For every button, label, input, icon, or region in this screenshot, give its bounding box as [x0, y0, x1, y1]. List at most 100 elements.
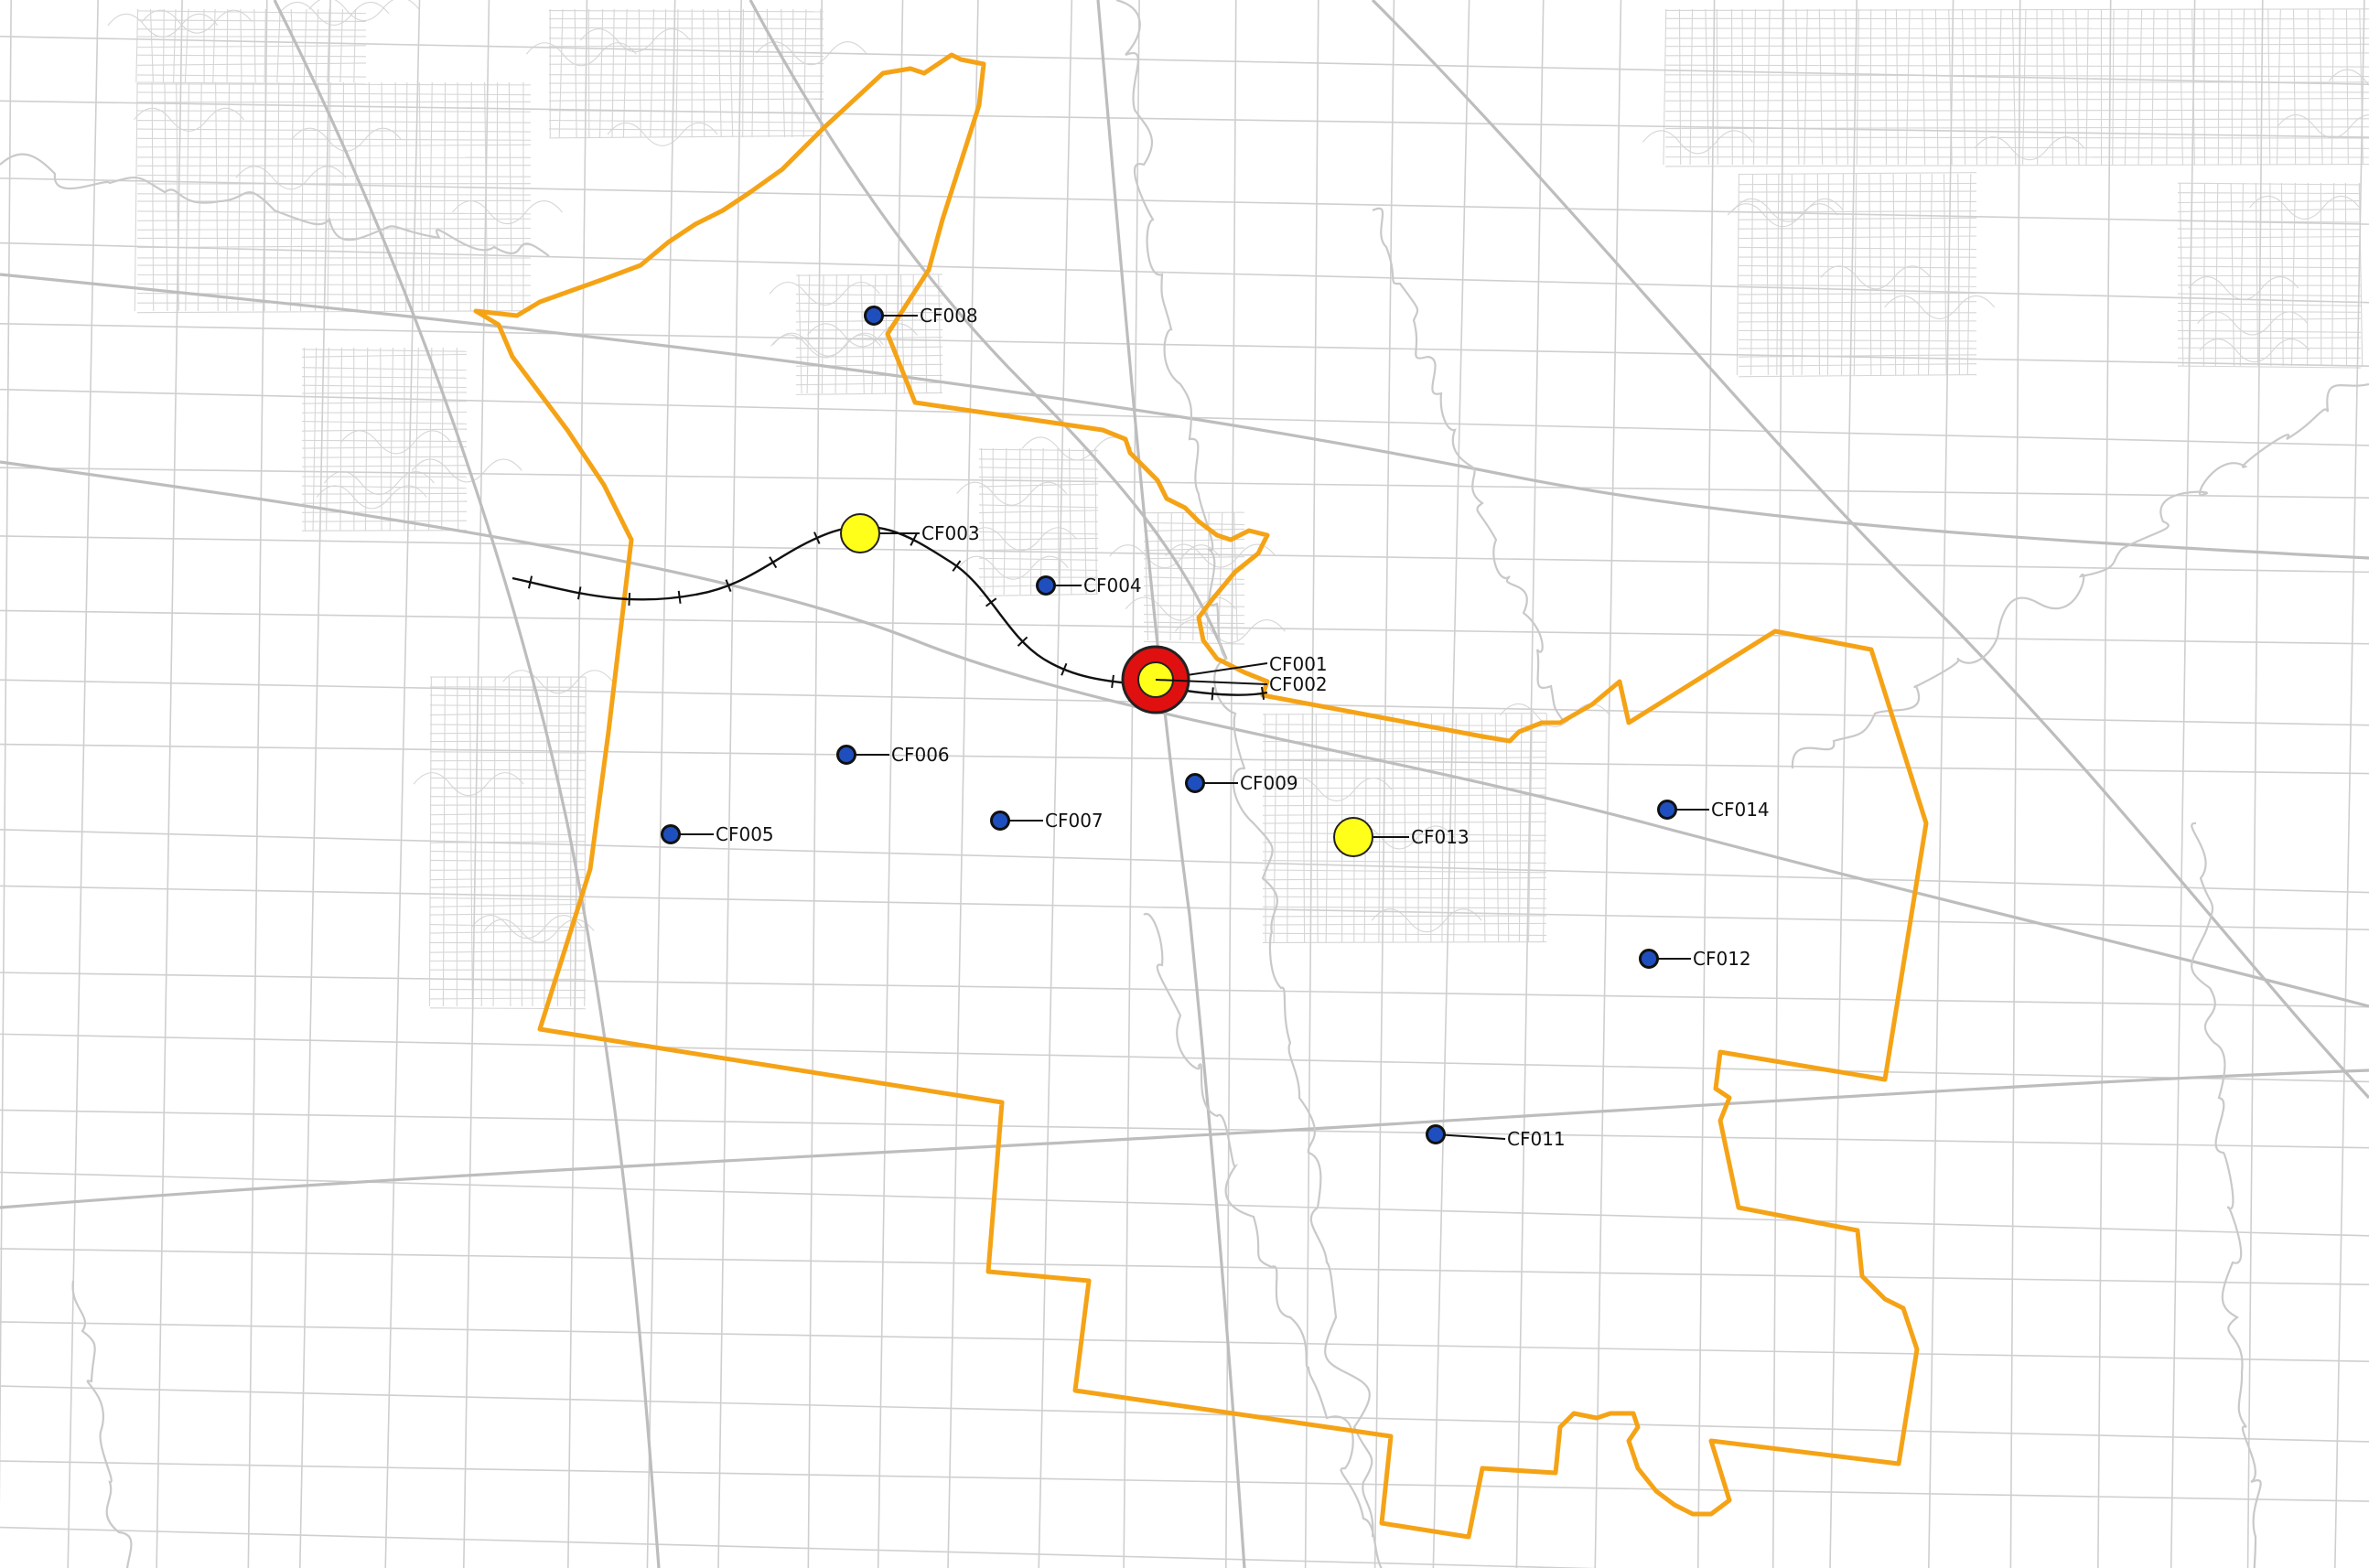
major-road [273, 0, 661, 1568]
creek [0, 153, 550, 257]
route-tick [576, 586, 582, 600]
rural-road [0, 743, 2369, 775]
site-cf013[interactable]: CF013 [1333, 817, 1470, 857]
rural-road [1515, 0, 1545, 1568]
rural-road [462, 0, 490, 1568]
rural-road [807, 0, 823, 1568]
major-road [0, 273, 2369, 560]
site-label: CF003 [921, 522, 980, 544]
site-cf009[interactable]: CF009 [1185, 772, 1298, 794]
blue-dot-marker-icon[interactable] [990, 811, 1010, 831]
site-cf014[interactable]: CF014 [1657, 799, 1770, 821]
rural-road [567, 0, 588, 1568]
site-label: CF005 [716, 823, 774, 845]
site-cf008[interactable]: CF008 [864, 305, 978, 327]
route-tick [1211, 687, 1214, 701]
rural-road [2009, 0, 2021, 1568]
rural-road [0, 972, 2369, 1008]
site-cf012[interactable]: CF012 [1639, 948, 1751, 970]
rural-road [0, 1460, 2369, 1502]
site-cf003[interactable]: CF003 [840, 513, 980, 553]
route-tick [1260, 686, 1265, 700]
rural-road [0, 0, 12, 1509]
yellow-circle-marker-icon[interactable] [1333, 817, 1373, 857]
rural-road [0, 177, 2369, 225]
blue-dot-marker-icon[interactable] [864, 306, 884, 326]
blue-dot-marker-icon[interactable] [1657, 800, 1677, 820]
urban-block [301, 347, 522, 532]
site-cf011[interactable]: CF011 [1426, 1124, 1566, 1151]
rural-road [0, 1171, 2369, 1237]
site-label: CF004 [1083, 575, 1142, 596]
blue-dot-marker-icon[interactable] [836, 745, 856, 765]
rural-road [1696, 0, 1716, 1568]
site-label: CF011 [1507, 1128, 1566, 1150]
rural-road [2170, 0, 2196, 1568]
urban-block [956, 436, 1133, 597]
site-label: CF001 [1269, 653, 1328, 675]
rural-road [1038, 0, 1073, 1568]
creek [1791, 382, 2369, 769]
site-cf005[interactable]: CF005 [661, 823, 774, 845]
rural-road [2097, 0, 2112, 1568]
rural-road [877, 0, 904, 1568]
rural-road [0, 36, 2369, 86]
route-tick [1061, 662, 1068, 676]
rural-road [717, 0, 742, 1568]
blue-dot-marker-icon[interactable] [1639, 949, 1659, 969]
rural-road [67, 0, 99, 1568]
rural-road [0, 1526, 1598, 1568]
rural-road [646, 0, 676, 1568]
site-label: CF006 [891, 744, 950, 766]
blue-dot-marker-icon[interactable] [1036, 575, 1056, 596]
rural-road [0, 828, 2369, 894]
blue-dot-marker-icon[interactable] [1426, 1124, 1446, 1144]
site-leader-line [1155, 679, 1268, 685]
creek [1143, 912, 1383, 1568]
site-label: CF009 [1240, 772, 1298, 794]
rural-road [0, 1321, 2369, 1362]
urban-block [107, 0, 420, 85]
site-cf002[interactable]: CF002 [1155, 673, 1328, 695]
yellow-circle-marker-icon[interactable] [840, 513, 880, 553]
creek [1372, 207, 1566, 724]
route-tick [1111, 674, 1115, 688]
creek [2191, 822, 2262, 1568]
major-road [0, 460, 2369, 1008]
route-tick [628, 592, 631, 607]
route-tick [527, 575, 533, 589]
site-label: CF013 [1411, 826, 1470, 848]
rural-road [0, 1248, 2369, 1286]
rural-road [2334, 0, 2365, 1568]
rural-road [0, 609, 2369, 645]
site-label: CF002 [1269, 673, 1328, 695]
creek [71, 1280, 133, 1568]
site-cf006[interactable]: CF006 [836, 744, 950, 766]
rural-road [0, 535, 2369, 574]
rural-road [1771, 0, 1784, 1568]
rural-road [947, 0, 979, 1568]
site-cf007[interactable]: CF007 [990, 810, 1104, 832]
urban-block [1262, 703, 1610, 943]
study-area-boundary [473, 52, 1929, 1540]
route-tick [1017, 636, 1028, 647]
site-cf004[interactable]: CF004 [1036, 575, 1142, 596]
rural-road [0, 242, 2369, 304]
rural-road [0, 100, 2369, 138]
rural-road [384, 0, 421, 1568]
urban-block [1727, 172, 1996, 378]
route-tick [813, 532, 821, 544]
route-tick [952, 560, 962, 572]
blue-dot-marker-icon[interactable] [1185, 773, 1205, 793]
rural-road [0, 679, 2369, 726]
route-tick [985, 597, 997, 607]
site-leader-line [1435, 1133, 1506, 1140]
blue-dot-marker-icon[interactable] [661, 824, 681, 844]
route-tick [725, 579, 732, 592]
rural-road [0, 1385, 2369, 1443]
rural-road [298, 0, 331, 1568]
